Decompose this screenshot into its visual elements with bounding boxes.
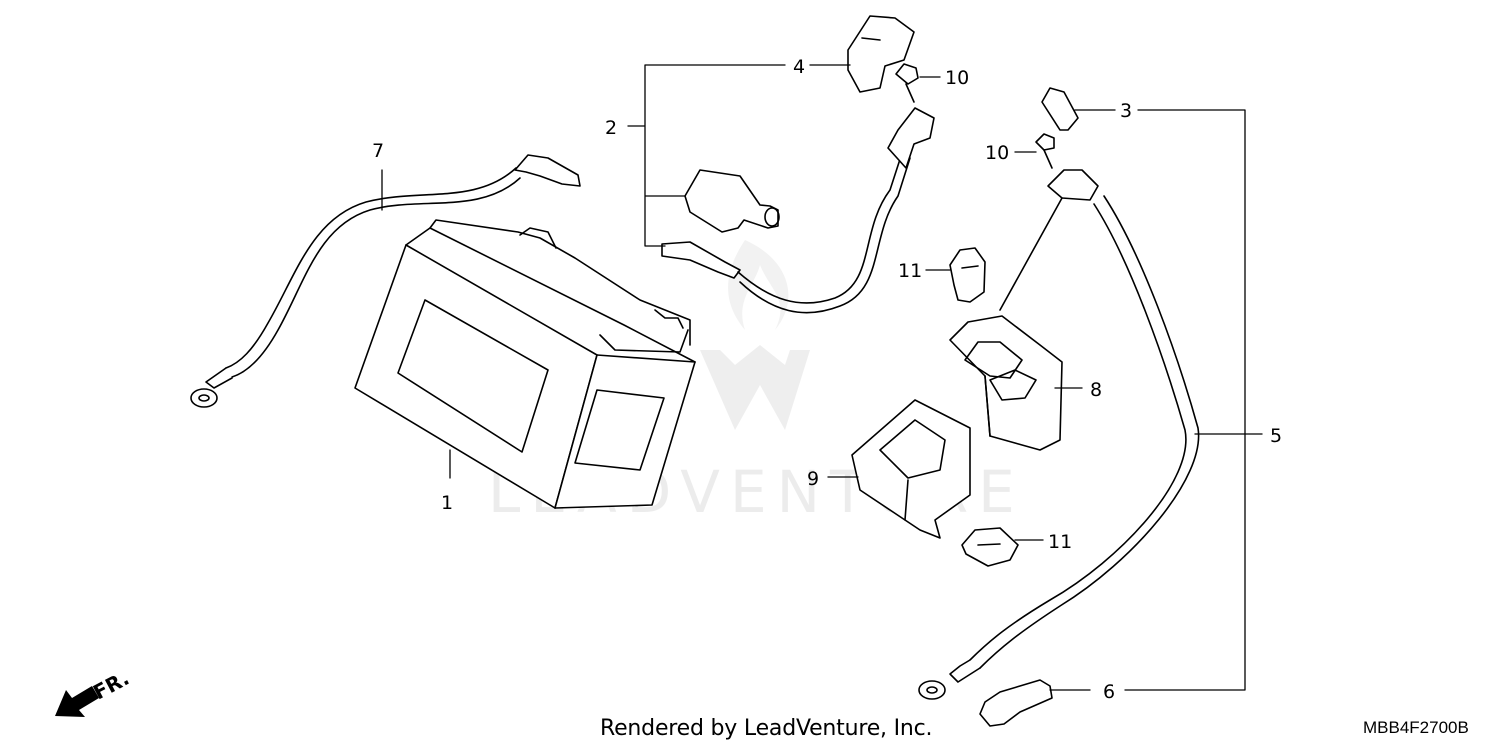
boot-part-6 — [979, 679, 1053, 727]
callout-8: 8 — [1090, 379, 1102, 401]
callout-labels: 1 2 3 4 5 6 7 8 9 10 10 11 11 — [372, 56, 1282, 703]
callout-10-upper: 10 — [945, 67, 969, 89]
positive-cable-part — [661, 107, 935, 314]
bolt-part-10-lower — [1035, 133, 1055, 169]
callout-9: 9 — [807, 468, 819, 490]
fuse-part-11-upper — [949, 247, 986, 303]
callout-11-upper: 11 — [898, 260, 922, 282]
callout-4: 4 — [793, 56, 805, 78]
watermark-flame-icon — [728, 240, 789, 330]
starter-cable-part — [918, 169, 1200, 700]
callout-7: 7 — [372, 140, 384, 162]
callout-1: 1 — [441, 492, 453, 514]
callout-6: 6 — [1103, 681, 1115, 703]
render-credit: Rendered by LeadVenture, Inc. — [600, 716, 933, 741]
starter-relay-part — [949, 315, 1063, 451]
battery-part — [354, 219, 696, 509]
bolt-part-10-upper — [895, 63, 919, 103]
front-arrow-icon — [55, 686, 99, 717]
cap-part-3 — [1041, 87, 1079, 131]
callout-2: 2 — [605, 117, 617, 139]
relay-case-part — [851, 399, 971, 539]
callout-11-lower: 11 — [1048, 531, 1072, 553]
callout-5: 5 — [1270, 425, 1282, 447]
callout-10-lower: 10 — [985, 142, 1009, 164]
watermark-logo-icon — [700, 345, 810, 430]
front-direction-indicator: FR. — [55, 666, 133, 717]
leader-lines — [381, 64, 1263, 691]
negative-cable-part — [190, 154, 581, 408]
diagram-code: MBB4F2700B — [1363, 718, 1469, 737]
cap-part-4 — [847, 15, 915, 93]
fuse-part-11-lower — [961, 527, 1019, 567]
callout-3: 3 — [1120, 100, 1132, 122]
